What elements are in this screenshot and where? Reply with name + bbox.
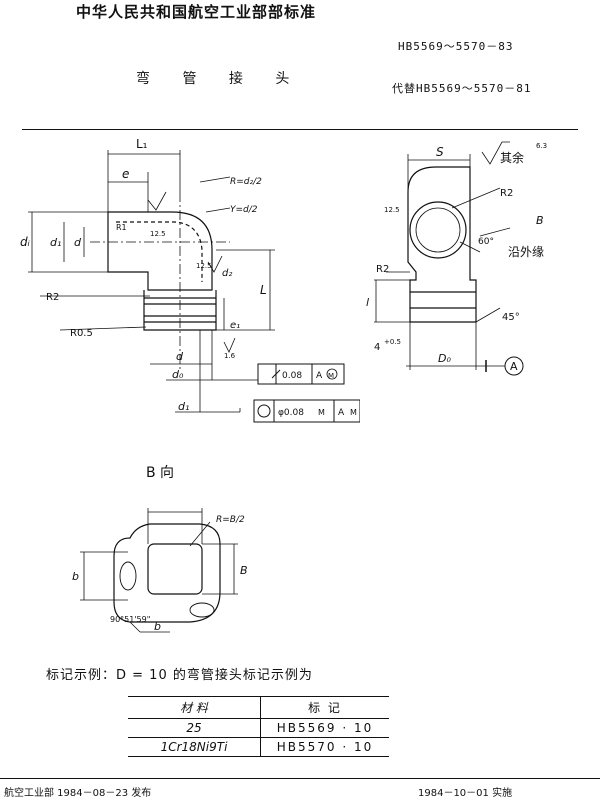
rest-note: 其余 (500, 150, 524, 165)
marking-intro: 标记示例：D = 10 的弯管接头标记示例为 (46, 668, 313, 683)
tol1-value: 0.08 (282, 371, 302, 381)
side-R2-left: R2 (376, 264, 389, 275)
mark-cell: HB5570 · 10 (260, 737, 389, 757)
tol1-datum: A (316, 371, 323, 381)
tol1-modifier: M (328, 372, 334, 380)
label-Y-d: Y=d/2 (230, 205, 258, 215)
label-R0-5: R0.5 (70, 328, 93, 339)
dim-d: d (74, 236, 82, 249)
table-row: 25 HB5569 · 10 (128, 718, 389, 738)
footer-rule (0, 778, 600, 779)
label-R1: R1 (116, 223, 127, 232)
roughness-12-5-a: 12.5 (150, 230, 166, 238)
bore-inner (116, 221, 203, 282)
replaces-note: 代替HB5569～5570－81 (392, 82, 532, 95)
b-view-label: B 向 (146, 465, 175, 481)
dim-di: dᵢ (20, 235, 30, 249)
dim-d-bottom: d (176, 350, 184, 363)
effective-date: 1984－10－01 实施 (418, 788, 513, 799)
dim-l: l (366, 296, 369, 309)
dim-d0: d₀ (172, 368, 184, 381)
mark-cell: HB5569 · 10 (260, 718, 389, 738)
angle-60: 60° (478, 237, 494, 247)
dim-e: e (122, 167, 129, 181)
dim-4: 4 (374, 342, 380, 353)
thread-section (143, 290, 217, 331)
marking-table: 材 料 标 记 25 HB5569 · 10 1Cr18Ni9Ti HB5570… (128, 696, 389, 757)
material-cell: 25 (128, 718, 261, 738)
dim-S: S (436, 145, 444, 159)
col-mark: 标 记 (260, 696, 389, 719)
side-body (407, 166, 477, 323)
col-material: 材 料 (128, 696, 261, 719)
b-view-dim-b-left: b (72, 570, 79, 583)
side-view-drawing: S 其余 6.3 12.5 R2 B 60° 沿外缘 R2 l 4 +0.5 D… (366, 141, 547, 376)
b-view-R: R=B/2 (216, 515, 245, 525)
section-B: B (536, 214, 544, 227)
material-cell: 1Cr18Ni9Ti (128, 737, 261, 757)
dim-D0: D₀ (438, 352, 451, 365)
label-R-d2: R=d₂/2 (230, 177, 262, 187)
side-roughness-12-5: 12.5 (384, 206, 400, 214)
angle-45: 45° (502, 312, 520, 323)
dim-d1: d₁ (50, 236, 61, 249)
tol2-datum: A (338, 408, 345, 418)
table-row: 1Cr18Ni9Ti HB5570 · 10 (128, 737, 389, 757)
roughness-12-5-b: 12.5 (196, 262, 212, 270)
body-outline (107, 211, 213, 291)
header-rule (22, 129, 578, 130)
datum-A: A (510, 360, 518, 373)
rest-roughness: 6.3 (536, 142, 547, 150)
b-view-drawing: R=B/2 b B 90°51'59" b (72, 508, 248, 633)
dim-d2: d₂ (222, 268, 232, 279)
main-elbow-drawing: L₁ e R1 12.5 R=d₂/2 Y=d/2 dᵢ d₁ d 12.5 d… (20, 137, 360, 423)
b-view-dim-b-bottom: b (154, 620, 161, 633)
dim-e1: e₁ (230, 320, 240, 331)
side-R2-top: R2 (500, 188, 513, 199)
side-bore (409, 201, 467, 259)
along-edge-note: 沿外缘 (508, 245, 544, 259)
marking-header-row: 材 料 标 记 (128, 696, 389, 719)
tol2-value: φ0.08 (278, 408, 304, 418)
dim-4-tolerance: +0.5 (384, 338, 401, 346)
tol2-modifier-2: M (350, 408, 357, 417)
std-number: HB5569～5570－83 (398, 40, 514, 53)
roughness-1-6: 1.6 (224, 352, 236, 360)
b-view-slot (147, 543, 203, 595)
dim-L1: L₁ (136, 137, 148, 151)
b-view-body (113, 523, 221, 623)
dim-d1-bottom: d₁ (178, 400, 189, 413)
b-view-angle: 90°51'59" (110, 615, 150, 624)
dim-L: L (260, 283, 267, 297)
issued-by: 航空工业部 1984－08－23 发布 (4, 788, 152, 799)
doc-title: 弯 管 接 头 (136, 71, 304, 87)
b-view-dim-B-right: B (240, 564, 248, 577)
label-R2: R2 (46, 292, 59, 303)
tol2-modifier: M (318, 408, 325, 417)
org-title: 中华人民共和国航空工业部部标准 (76, 3, 317, 21)
